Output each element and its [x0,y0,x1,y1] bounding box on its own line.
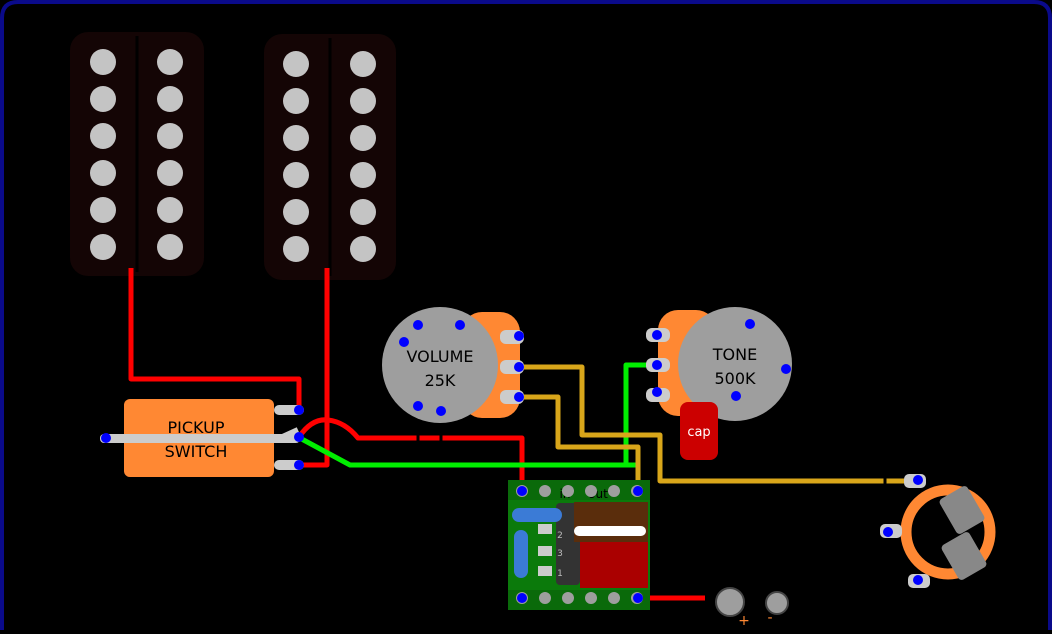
solder-point [517,593,527,603]
battery-terminals: + - [715,587,789,629]
tone-capacitor: cap [680,402,718,460]
pole-piece [90,160,116,186]
preamp-pin-1: 1 [557,569,563,579]
solder-point [399,337,409,347]
pole-piece [350,88,376,114]
humbucker-pickup-bridge [264,34,396,280]
pole-piece [283,51,309,77]
solder-point [514,331,524,341]
wire-neck-hot [128,268,302,410]
battery-minus-terminal [765,591,789,615]
wire-volume-to-out [518,394,641,490]
board-terminal [585,592,597,604]
tone-pot-label-1: TONE [712,345,757,364]
pole-piece [283,236,309,262]
tone-pot-label-2: 500K [714,369,756,388]
solder-point [514,362,524,372]
tone-pot: TONE 500K [646,307,792,421]
pole-piece [283,162,309,188]
pole-piece [350,199,376,225]
solder-points [101,319,923,603]
solder-point [294,460,304,470]
solder-point [781,364,791,374]
battery-plus-terminal [715,587,745,617]
preamp-pin-2: 2 [557,531,563,541]
pole-piece [157,197,183,223]
pole-piece [283,199,309,225]
solder-point [883,527,893,537]
volume-pot: VOLUME 25K [382,307,524,423]
wire-bridge-hot [299,268,330,468]
board-terminal [539,485,551,497]
solder-point [294,432,304,442]
solder-point [652,330,662,340]
pole-piece [157,160,183,186]
solder-point [413,401,423,411]
board-terminal [608,485,620,497]
solder-point [633,486,643,496]
pole-piece [157,234,183,260]
pole-piece [90,86,116,112]
board-terminal [585,485,597,497]
solder-point [913,475,923,485]
pole-piece [157,123,183,149]
solder-point [517,486,527,496]
board-terminal [562,592,574,604]
board-terminal [608,592,620,604]
pickup-switch-label-1: PICKUP [168,418,225,437]
solder-point [913,575,923,585]
pole-piece [350,51,376,77]
wire-volume-out [518,364,918,484]
preamp-board: in out 2 3 1 [508,480,650,610]
volume-pot-label-2: 25K [425,371,456,390]
solder-point [436,406,446,416]
solder-point [652,360,662,370]
humbucker-pickup-neck [70,32,204,276]
battery-minus-label: - [767,610,772,626]
capacitor-label: cap [687,425,710,440]
pole-piece [283,125,309,151]
pickup-switch: PICKUP SWITCH [100,399,304,477]
pole-piece [90,123,116,149]
solder-point [745,319,755,329]
solder-point [652,387,662,397]
solder-point [101,433,111,443]
battery-plus-label: + [738,613,750,629]
output-jack [880,474,996,588]
board-terminal [539,592,551,604]
pole-piece [90,49,116,75]
wire-switch-to-preamp [296,417,525,490]
pole-piece [90,197,116,223]
board-terminal [562,485,574,497]
pole-piece [350,125,376,151]
pole-piece [350,162,376,188]
volume-pot-label-1: VOLUME [407,347,474,366]
solder-point [633,593,643,603]
solder-point [514,392,524,402]
preamp-pin-3: 3 [557,549,563,559]
pickup-switch-label-2: SWITCH [165,442,228,461]
pole-piece [283,88,309,114]
pole-piece [157,86,183,112]
solder-point [455,320,465,330]
solder-point [731,391,741,401]
solder-point [413,320,423,330]
solder-point [294,405,304,415]
pole-piece [157,49,183,75]
pole-piece [350,236,376,262]
pole-piece [90,234,116,260]
